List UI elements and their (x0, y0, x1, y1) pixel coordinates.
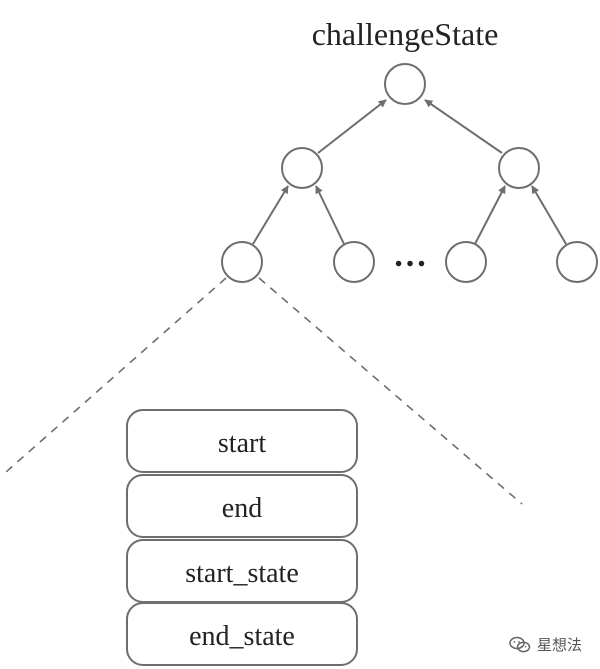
node-left (281, 147, 323, 189)
edge-lr-to-left (315, 185, 345, 245)
edge-rl-to-right (474, 185, 506, 245)
leaf-node-2 (333, 241, 375, 283)
edge-right-to-root (424, 99, 503, 154)
field-box-end-state (126, 602, 358, 666)
node-right (498, 147, 540, 189)
field-label-start-state: start_state (185, 558, 299, 589)
edge-ll-to-left (252, 185, 289, 245)
wechat-icon (509, 636, 531, 654)
leaf-node-1 (221, 241, 263, 283)
watermark-text: 星想法 (536, 636, 582, 654)
field-box-end (126, 474, 358, 538)
leaf-node-3 (445, 241, 487, 283)
watermark: 星想法 (509, 634, 582, 655)
ellipsis: … (393, 237, 427, 274)
edge-left-to-root (317, 99, 387, 154)
leaf-node-4 (556, 241, 598, 283)
edge-rr-to-right (531, 185, 567, 245)
field-label-end: end (222, 493, 262, 524)
field-box-start (126, 409, 358, 473)
dashed-line-right (258, 277, 523, 505)
field-label-end-state: end_state (189, 621, 295, 652)
root-node (384, 63, 426, 105)
dashed-line-left (5, 277, 227, 473)
root-label: challengeState (312, 16, 499, 52)
field-label-start: start (218, 428, 266, 459)
